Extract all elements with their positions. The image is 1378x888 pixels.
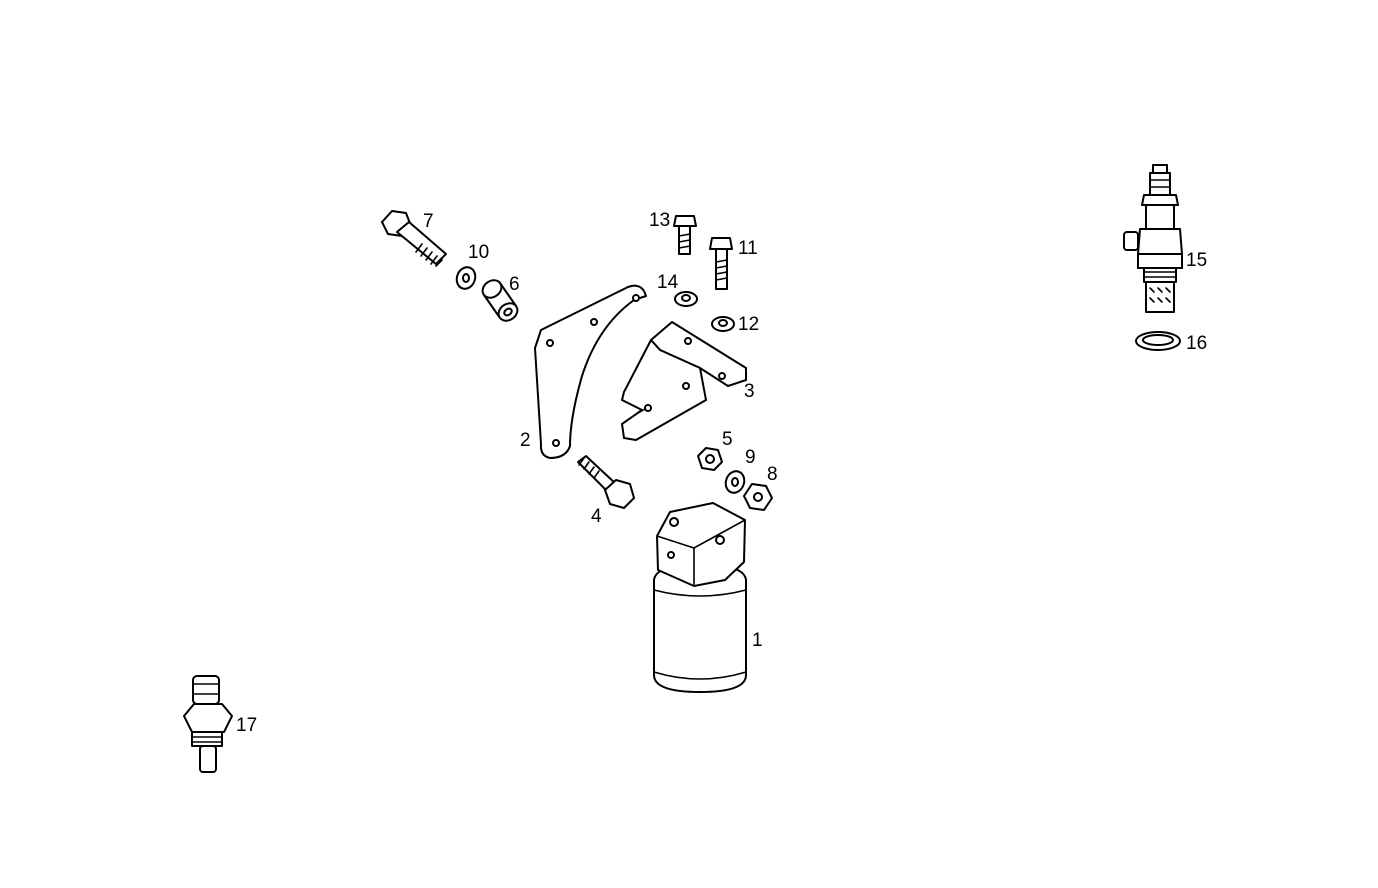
part-17-pressure-sender[interactable] — [183, 675, 233, 773]
part-4-bolt[interactable] — [577, 455, 635, 509]
callout-10: 10 — [468, 242, 489, 263]
callout-6: 6 — [509, 274, 520, 295]
part-5-nut[interactable] — [697, 447, 723, 471]
part-13-bolt[interactable] — [673, 215, 697, 255]
callout-14: 14 — [657, 272, 679, 293]
part-9-washer[interactable] — [723, 469, 747, 496]
part-3-mounting-bracket[interactable] — [621, 321, 747, 441]
callout-5: 5 — [722, 429, 733, 450]
part-14-washer[interactable] — [674, 291, 698, 307]
part-8-nut[interactable] — [743, 483, 773, 511]
part-12-washer[interactable] — [711, 316, 735, 332]
part-15-sensor-plug[interactable] — [1123, 164, 1183, 313]
part-2-support-plate[interactable] — [534, 284, 647, 459]
callout-3: 3 — [744, 381, 755, 402]
callout-9: 9 — [745, 447, 756, 468]
callout-4: 4 — [591, 506, 602, 527]
callout-11: 11 — [738, 238, 758, 259]
part-16-seal-ring[interactable] — [1135, 331, 1181, 351]
part-6-spacer[interactable] — [479, 277, 521, 325]
part-7-hex-bolt[interactable] — [381, 210, 447, 267]
callout-13: 13 — [649, 210, 670, 231]
callout-8: 8 — [767, 464, 778, 485]
callout-1: 1 — [752, 630, 763, 651]
callout-16: 16 — [1186, 333, 1207, 354]
part-11-bolt[interactable] — [709, 237, 733, 290]
callout-7: 7 — [423, 211, 434, 232]
part-1-fuel-filter[interactable] — [653, 502, 747, 693]
part-10-washer[interactable] — [454, 265, 478, 292]
callout-2: 2 — [520, 430, 531, 451]
callout-12: 12 — [738, 314, 759, 335]
callout-15: 15 — [1186, 250, 1207, 271]
callout-17: 17 — [236, 715, 257, 736]
